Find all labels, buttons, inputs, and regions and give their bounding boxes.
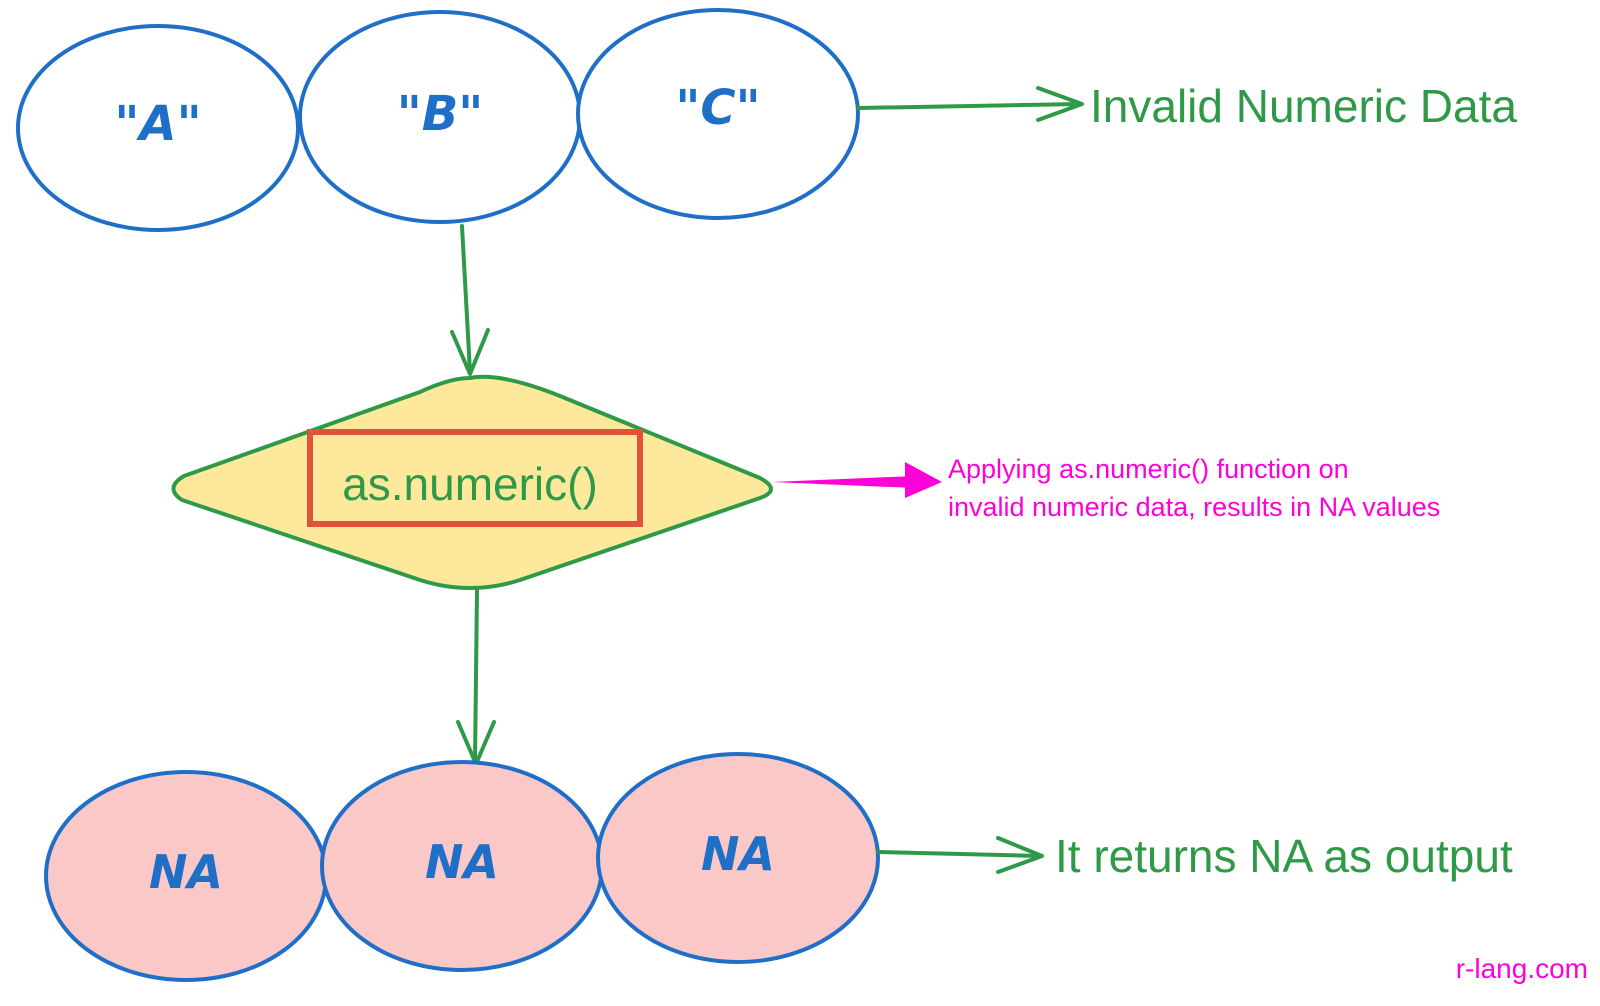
input-label-b: "B" xyxy=(397,86,484,142)
output-caption: It returns NA as output xyxy=(1055,830,1513,882)
input-label-c: "C" xyxy=(675,80,760,136)
input-label-a: "A" xyxy=(114,96,201,152)
input-caption: Invalid Numeric Data xyxy=(1090,80,1517,132)
output-label-2: NA xyxy=(425,835,499,889)
arrow-to-outputs xyxy=(456,588,496,766)
watermark: r-lang.com xyxy=(1456,953,1588,984)
input-ellipse-c xyxy=(576,8,860,220)
note-line-1: Applying as.numeric() function on xyxy=(948,454,1349,484)
arrow-to-input-caption xyxy=(856,86,1084,122)
output-ellipse-3 xyxy=(596,752,880,964)
output-group: NA NA NA xyxy=(44,752,880,982)
arrow-to-note xyxy=(772,462,942,498)
arrow-to-output-caption xyxy=(876,836,1044,874)
arrow-to-function xyxy=(450,224,490,376)
input-group: "A" "B" "C" xyxy=(16,8,860,232)
function-label: as.numeric() xyxy=(342,458,598,510)
note-line-2: invalid numeric data, results in NA valu… xyxy=(948,492,1440,522)
function-box xyxy=(307,429,643,527)
input-ellipse-a xyxy=(16,24,300,232)
output-label-1: NA xyxy=(149,845,223,899)
output-label-3: NA xyxy=(701,827,775,881)
